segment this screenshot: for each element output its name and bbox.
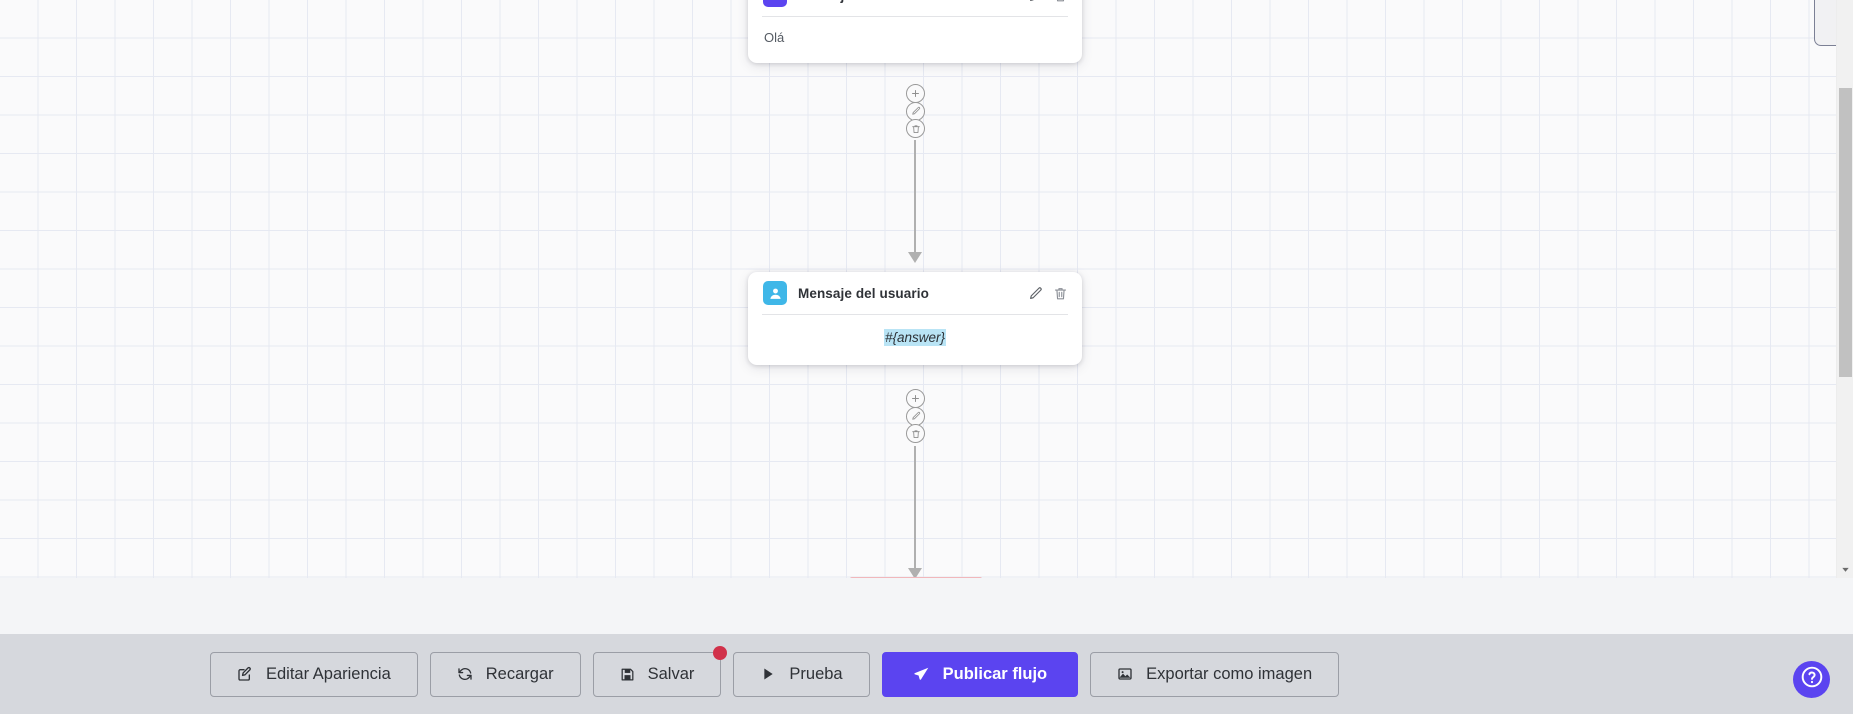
node-header: Mensaje del usuario — [748, 272, 1082, 314]
pencil-icon[interactable] — [1028, 0, 1043, 3]
edit-edge-button[interactable] — [906, 406, 925, 426]
chevron-down-icon[interactable] — [1837, 561, 1853, 578]
toolbar-buttons: Editar Apariencia Recargar — [210, 645, 1340, 697]
node-body-text: Olá — [764, 30, 785, 45]
node-title: Mensaje del usuario — [798, 285, 929, 301]
node-actions — [1028, 286, 1068, 301]
button-label: Prueba — [789, 664, 843, 683]
unsaved-changes-badge — [713, 645, 728, 660]
node-body-text: #{answer} — [748, 315, 1082, 365]
add-node-button[interactable] — [906, 389, 925, 408]
refresh-icon — [457, 666, 473, 682]
button-label: Recargar — [485, 664, 554, 683]
reload-button[interactable]: Recargar — [429, 651, 581, 697]
trash-icon[interactable] — [1053, 0, 1068, 3]
node-system-message[interactable]: Mensaje del Sistema — [748, 0, 1082, 63]
edit-edge-button[interactable] — [906, 101, 925, 121]
edge-controls-1 — [906, 84, 925, 138]
button-label: Editar Apariencia — [266, 664, 391, 683]
edge-connector-2 — [914, 446, 916, 571]
export-image-button[interactable]: Exportar como imagen — [1090, 651, 1340, 697]
node-separator — [762, 16, 1068, 17]
variable-token: #{answer} — [883, 329, 947, 346]
edge-connector-1 — [914, 140, 916, 255]
play-icon — [760, 666, 776, 682]
scrollbar-thumb[interactable] — [1839, 88, 1852, 377]
image-icon — [1117, 666, 1133, 682]
node-header: Mensaje del Sistema — [748, 0, 1082, 16]
user-icon — [763, 281, 787, 305]
edge-arrowhead-1 — [908, 252, 922, 263]
node-clipped-below[interactable] — [850, 577, 982, 578]
edit-appearance-button[interactable]: Editar Apariencia — [210, 651, 418, 697]
node-actions — [1028, 0, 1068, 3]
save-button[interactable]: Salvar — [592, 645, 728, 697]
flow-canvas[interactable]: Mensaje del Sistema — [0, 0, 1853, 578]
canvas-toolbar-gap — [0, 578, 1853, 634]
publish-flow-button[interactable]: Publicar flujo — [881, 651, 1079, 697]
button-label: Exportar como imagen — [1146, 664, 1313, 683]
robot-icon — [763, 0, 787, 7]
edit-square-icon — [237, 666, 253, 682]
question-circle-icon — [1799, 664, 1825, 695]
test-button[interactable]: Prueba — [733, 651, 870, 697]
node-user-message[interactable]: Mensaje del usuario — [748, 272, 1082, 365]
help-button[interactable] — [1793, 661, 1830, 698]
edge-controls-2 — [906, 389, 925, 443]
delete-edge-button[interactable] — [906, 424, 925, 443]
save-icon — [620, 667, 635, 682]
send-icon — [913, 666, 930, 683]
node-title: Mensaje del Sistema — [798, 0, 932, 3]
add-node-button[interactable] — [906, 84, 925, 103]
button-label: Publicar flujo — [942, 664, 1048, 683]
node-separator — [762, 314, 1068, 315]
trash-icon[interactable] — [1053, 286, 1068, 301]
pencil-icon[interactable] — [1028, 286, 1043, 301]
canvas-vertical-scrollbar[interactable] — [1836, 0, 1853, 578]
bottom-toolbar: Editar Apariencia Recargar — [0, 634, 1853, 714]
edge-arrowhead-2 — [908, 568, 922, 578]
button-label: Salvar — [647, 664, 695, 683]
delete-edge-button[interactable] — [906, 119, 925, 138]
